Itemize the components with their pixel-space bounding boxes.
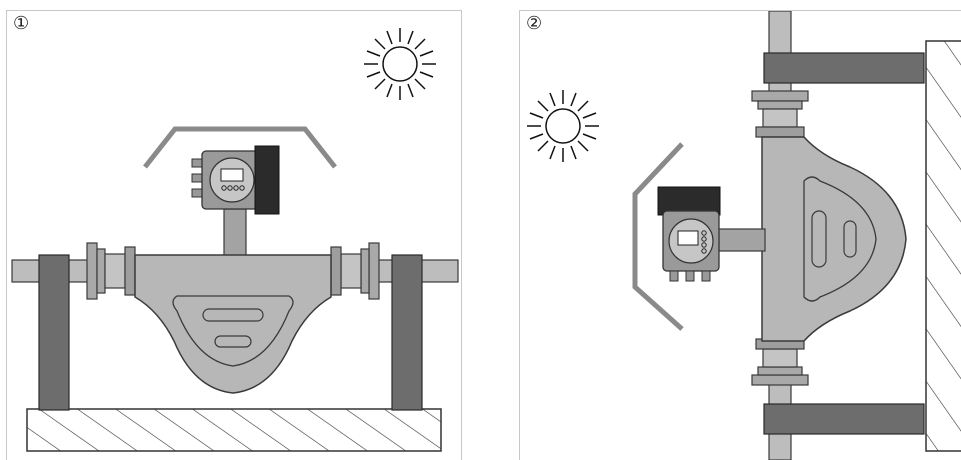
pipe-bracket-top xyxy=(763,52,925,84)
transmitter-head xyxy=(191,145,280,215)
pipe-bracket-bottom xyxy=(763,403,925,435)
transmitter-neck xyxy=(714,228,766,252)
flowmeter-body xyxy=(761,136,907,342)
horizontal-install-drawing xyxy=(11,28,459,452)
sun-shield xyxy=(632,142,684,331)
pipe-support-right xyxy=(391,254,423,411)
wall xyxy=(925,40,961,452)
sun-icon xyxy=(364,28,436,100)
ground-base xyxy=(26,408,442,452)
flange-top xyxy=(751,90,809,138)
flange-left xyxy=(86,242,136,300)
panel-number-2: ② xyxy=(526,13,543,34)
vertical-install-drawing xyxy=(527,11,961,460)
pipe-support-left xyxy=(38,254,70,411)
panel-number-1: ① xyxy=(13,13,30,34)
sun-shield xyxy=(143,126,337,169)
sun-icon xyxy=(527,90,599,162)
transmitter-neck xyxy=(223,208,247,258)
flange-right xyxy=(330,242,380,300)
panel-vertical-install: ② xyxy=(519,10,961,460)
flowmeter-body xyxy=(134,254,332,394)
panel-horizontal-install: ① xyxy=(6,10,462,460)
transmitter-head xyxy=(657,186,721,282)
flange-bottom xyxy=(751,338,809,386)
